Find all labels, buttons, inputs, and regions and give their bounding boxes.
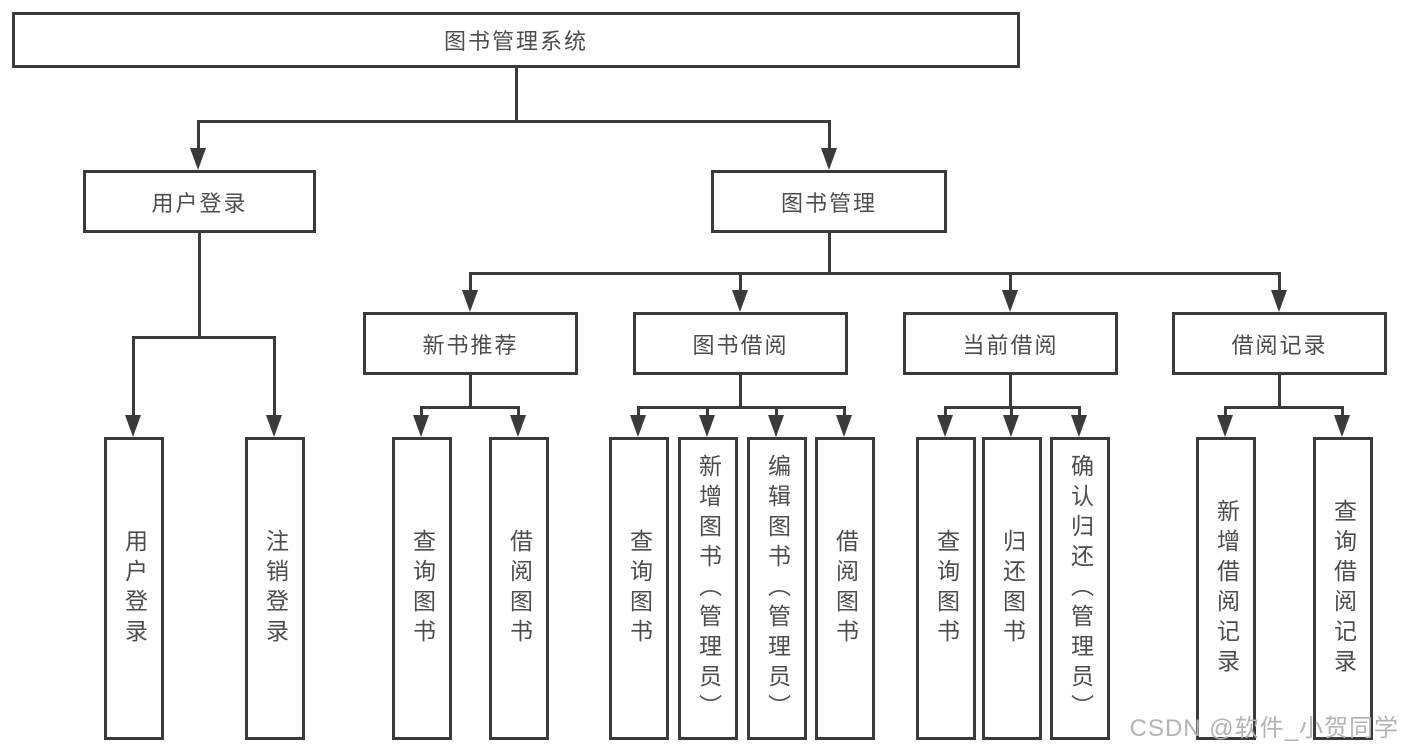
- connector-line: [1009, 272, 1012, 292]
- node-label: 图书借阅: [692, 332, 789, 358]
- node-library-system: 图书管理系统: [12, 12, 1020, 68]
- connector-line: [469, 272, 472, 292]
- connector-line: [469, 375, 472, 406]
- arrowhead: [1071, 415, 1087, 437]
- connector-line: [1224, 406, 1344, 409]
- arrowhead: [462, 290, 478, 312]
- arrowhead: [937, 415, 953, 437]
- connector-line: [739, 375, 742, 406]
- leaf-label: 编辑图书（管理员）: [764, 453, 791, 724]
- leaf-confirm-return-admin: 确认归还（管理员）: [1050, 437, 1110, 740]
- leaf-label: 查询图书: [409, 528, 436, 649]
- arrowhead: [1002, 290, 1018, 312]
- leaf-label: 确认归还（管理员）: [1067, 453, 1094, 724]
- leaf-user-login: 用户登录: [104, 437, 164, 740]
- arrowhead: [836, 415, 852, 437]
- leaf-label: 借阅图书: [832, 528, 859, 649]
- connector-line: [420, 406, 520, 409]
- node-user-login: 用户登录: [83, 170, 316, 233]
- leaf-label: 归还图书: [999, 528, 1026, 649]
- connector-line: [1078, 406, 1081, 417]
- arrowhead: [699, 415, 715, 437]
- node-label: 图书管理: [780, 190, 877, 216]
- connector-line: [198, 233, 201, 336]
- connector-line: [775, 406, 778, 417]
- connector-line: [132, 336, 135, 417]
- node-current-borrow: 当前借阅: [903, 312, 1118, 375]
- arrowhead: [1003, 415, 1019, 437]
- leaf-query-books-current: 查询图书: [916, 437, 976, 740]
- leaf-borrow-books: 借阅图书: [815, 437, 875, 740]
- node-label: 图书管理系统: [443, 29, 588, 54]
- leaf-edit-books-admin: 编辑图书（管理员）: [747, 437, 807, 740]
- arrowhead: [821, 148, 837, 170]
- connector-line: [637, 406, 640, 417]
- leaf-return-books: 归还图书: [982, 437, 1042, 740]
- leaf-label: 用户登录: [121, 528, 148, 649]
- node-label: 借阅记录: [1231, 332, 1328, 358]
- leaf-label: 借阅图书: [506, 528, 533, 649]
- leaf-label: 查询图书: [933, 528, 960, 649]
- connector-line: [132, 336, 276, 339]
- connector-line: [944, 406, 947, 417]
- connector-line: [828, 233, 831, 272]
- arrowhead: [630, 415, 646, 437]
- arrowhead: [1217, 415, 1233, 437]
- arrowhead: [413, 415, 429, 437]
- connector-line: [828, 120, 831, 150]
- watermark-text: CSDN @软件_小贺同学: [1129, 715, 1399, 742]
- leaf-query-books-recommend: 查询图书: [392, 437, 452, 740]
- connector-line: [739, 272, 742, 292]
- leaf-label: 新增图书（管理员）: [695, 453, 722, 724]
- node-book-management: 图书管理: [711, 170, 947, 233]
- node-book-borrow: 图书借阅: [633, 312, 848, 375]
- connector-line: [1341, 406, 1344, 417]
- leaf-logout: 注销登录: [245, 437, 305, 740]
- arrowhead: [510, 415, 526, 437]
- arrowhead: [1334, 415, 1350, 437]
- arrowhead: [732, 290, 748, 312]
- connector-line: [273, 336, 276, 417]
- node-label: 当前借阅: [962, 332, 1059, 358]
- connector-line: [1278, 375, 1281, 406]
- connector-line: [515, 68, 518, 120]
- node-new-book-recommend: 新书推荐: [363, 312, 578, 375]
- arrowhead: [125, 415, 141, 437]
- leaf-label: 新增借阅记录: [1213, 498, 1240, 679]
- leaf-label: 查询借阅记录: [1330, 498, 1357, 679]
- connector-line: [1224, 406, 1227, 417]
- connector-line: [1010, 406, 1013, 417]
- arrowhead: [768, 415, 784, 437]
- leaf-label: 注销登录: [262, 528, 289, 649]
- leaf-label: 查询图书: [626, 528, 653, 649]
- connector-line: [517, 406, 520, 417]
- connector-line: [843, 406, 846, 417]
- leaf-add-books-admin: 新增图书（管理员）: [678, 437, 738, 740]
- connector-line: [469, 272, 1281, 275]
- connector-line: [420, 406, 423, 417]
- connector-line: [197, 120, 831, 123]
- connector-line: [1009, 375, 1012, 406]
- connector-line: [637, 406, 846, 409]
- connector-line: [1278, 272, 1281, 292]
- node-label: 用户登录: [151, 190, 248, 216]
- connector-line: [197, 120, 200, 150]
- leaf-add-borrow-record: 新增借阅记录: [1196, 437, 1256, 740]
- leaf-query-borrow-record: 查询借阅记录: [1313, 437, 1373, 740]
- arrowhead: [190, 148, 206, 170]
- arrowhead: [1271, 290, 1287, 312]
- node-borrow-records: 借阅记录: [1172, 312, 1387, 375]
- connector-line: [706, 406, 709, 417]
- leaf-query-books-borrow: 查询图书: [609, 437, 669, 740]
- arrowhead: [266, 415, 282, 437]
- leaf-borrow-books-recommend: 借阅图书: [489, 437, 549, 740]
- node-label: 新书推荐: [422, 332, 519, 358]
